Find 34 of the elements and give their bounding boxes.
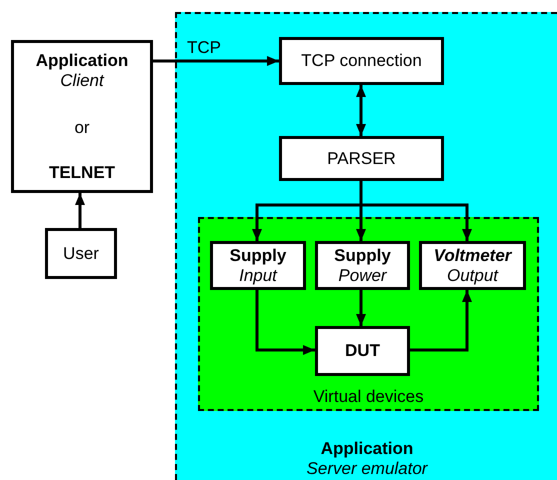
arrow	[75, 193, 85, 228]
process-box	[279, 136, 444, 181]
arrow	[356, 290, 366, 326]
edge-label: TCP	[187, 38, 221, 58]
arrow	[410, 290, 472, 352]
node-label: Power	[338, 266, 387, 286]
node-label: Supply	[334, 246, 391, 266]
node-label: Virtual devices	[313, 387, 424, 407]
node-label: User	[63, 244, 99, 264]
node-label: TCP connection	[301, 51, 422, 71]
process-box	[279, 37, 444, 85]
node-label: Application	[36, 50, 128, 70]
node-label: Client	[60, 70, 104, 90]
node-label: Server emulator	[306, 459, 428, 479]
arrow	[256, 290, 315, 355]
node-label: DUT	[345, 341, 380, 361]
node-label: Input	[239, 266, 277, 286]
node-label: Supply	[230, 246, 286, 266]
user-box	[45, 228, 117, 279]
device-box	[210, 241, 306, 290]
device-group	[198, 217, 539, 411]
node-label: PARSER	[327, 148, 396, 168]
device-box	[419, 241, 526, 290]
node-label: TELNET	[48, 162, 116, 182]
node-label: Application	[320, 439, 414, 459]
application-box	[11, 40, 153, 193]
arrow	[153, 56, 279, 66]
dut-box	[315, 326, 410, 376]
server-region	[175, 12, 557, 480]
node-label: Voltmeter	[434, 246, 512, 266]
node-label: or	[74, 118, 90, 138]
device-box	[315, 241, 410, 290]
node-label: Output	[446, 266, 498, 286]
arrow	[356, 85, 366, 136]
